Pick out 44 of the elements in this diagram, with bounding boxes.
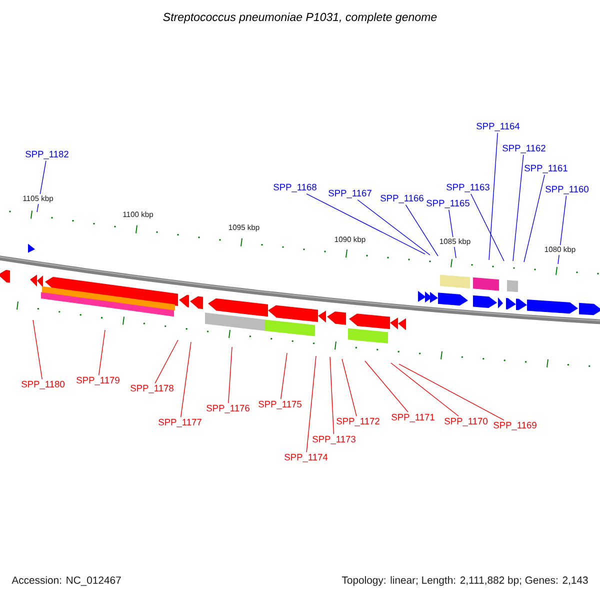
leader-line [470,194,504,262]
gene-label: SPP_1166 [380,194,424,204]
leader-line [280,352,288,400]
footer-text: Accession: NC_012467 [10,574,123,588]
title: Streptococcus pneumoniae P1031, complete genome [163,12,437,24]
leader-line [98,330,106,376]
footer-text: Topology: linear; Length: 2,111,882 bp; Genes: 2,143 [340,574,590,588]
leader-line [180,342,192,418]
leader-line [524,174,545,262]
gene-label: SPP_1172 [336,418,380,426]
gene-label: SPP_1182 [26,150,68,160]
gene-label: SPP_1173 [312,436,356,444]
leader-line [357,200,430,256]
leader-line [342,358,357,417]
gene-label: SPP_1179 [76,376,120,386]
leader-line [488,132,498,260]
leader-line [330,356,334,434]
leader-line [512,154,524,262]
gene-label: SPP_1164 [476,122,520,132]
leader-line [398,364,504,420]
gene-label: SPP_1177 [158,418,202,428]
gene-label: SPP_1170 [444,418,488,426]
gene-label: SPP_1169 [494,422,536,430]
gene-label: SPP_1180 [22,380,64,390]
leader-line [306,194,426,254]
gene-label: SPP_1175 [258,400,302,410]
leader-line [228,346,232,404]
leader-line [405,204,438,256]
gene-label: SPP_1171 [392,414,434,422]
leader-line [306,356,316,453]
leader-line [32,320,42,380]
gene-label: SPP_1168 [274,184,316,192]
gene-label: SPP_1162 [502,144,546,154]
leader-line [390,362,459,417]
leader-line [364,360,408,412]
leader-line [154,340,178,384]
gene-label: SPP_1165 [426,200,470,208]
gene-label: SPP_1161 [524,164,568,174]
gene-label: SPP_1176 [206,404,250,414]
gene-label: SPP_1167 [328,190,372,198]
gene-label: SPP_1160 [546,186,588,194]
gene-label: SPP_1163 [446,184,490,192]
gene-label: SPP_1174 [284,454,328,462]
gene-label: SPP_1178 [130,384,174,394]
